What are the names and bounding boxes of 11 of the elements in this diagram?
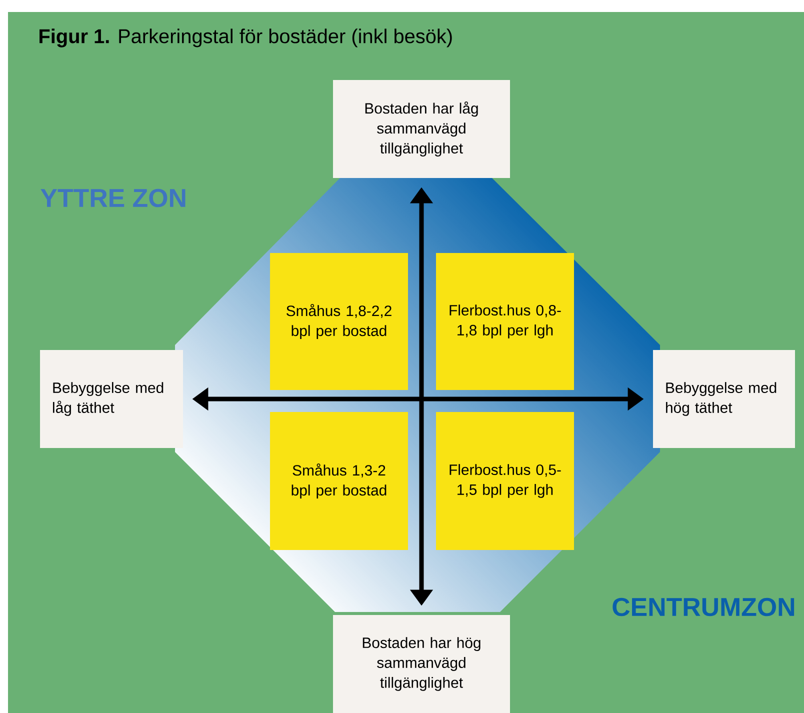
text-box: Bostaden har låg sammanvägd tillgänglighet (333, 80, 510, 178)
zone-label: CENTRUMZON (612, 598, 794, 616)
text-box: Bebyggelse med låg täthet (40, 350, 183, 448)
text-box: Bebyggelse med hög täthet (653, 350, 795, 448)
quadrant-box: Småhus 1,8-2,2 bpl per bostad (270, 253, 408, 390)
quadrant-box: Småhus 1,3-2 bpl per bostad (270, 412, 408, 550)
quadrant-box: Flerbost.hus 0,5-1,5 bpl per lgh (436, 412, 574, 550)
title: Figur 1. Parkeringstal för bostäder (inkl besök) (40, 28, 452, 48)
zone-label: YTTRE ZON (40, 188, 186, 208)
quadrant-box: Flerbost.hus 0,8-1,8 bpl per lgh (436, 253, 574, 390)
text-box: Bostaden har hög sammanvägd tillgänglighet (333, 615, 510, 713)
